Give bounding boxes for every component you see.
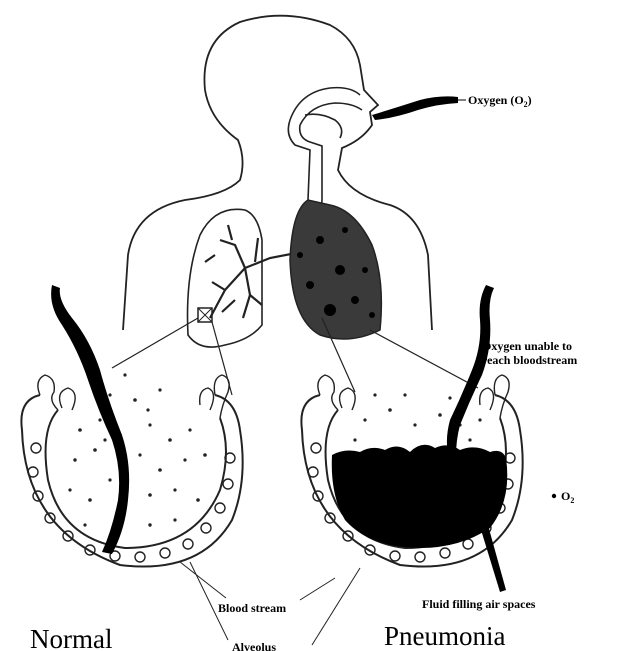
blood-stream-label: Blood stream: [218, 601, 286, 615]
normal-title: Normal: [30, 624, 112, 651]
o2-legend-dot: [552, 494, 556, 498]
fluid-pointer: [478, 518, 506, 592]
fluid-label: Fluid filling air spaces: [422, 597, 536, 611]
blocked-air-streak: [447, 285, 494, 456]
oxygen-inhale-streak: [372, 96, 458, 120]
pneumonia-title: Pneumonia: [384, 621, 506, 651]
pneumonia-lung: [290, 200, 381, 339]
alveolus-label: Alveolus: [232, 640, 276, 651]
fluid-fill: [332, 445, 508, 548]
oxygen-label: Oxygen (O2): [468, 93, 532, 109]
magnification-lines: [112, 318, 478, 395]
o2-legend-label: O2: [561, 489, 574, 505]
normal-alveolus: [21, 285, 242, 567]
human-body-outline: [123, 16, 432, 330]
